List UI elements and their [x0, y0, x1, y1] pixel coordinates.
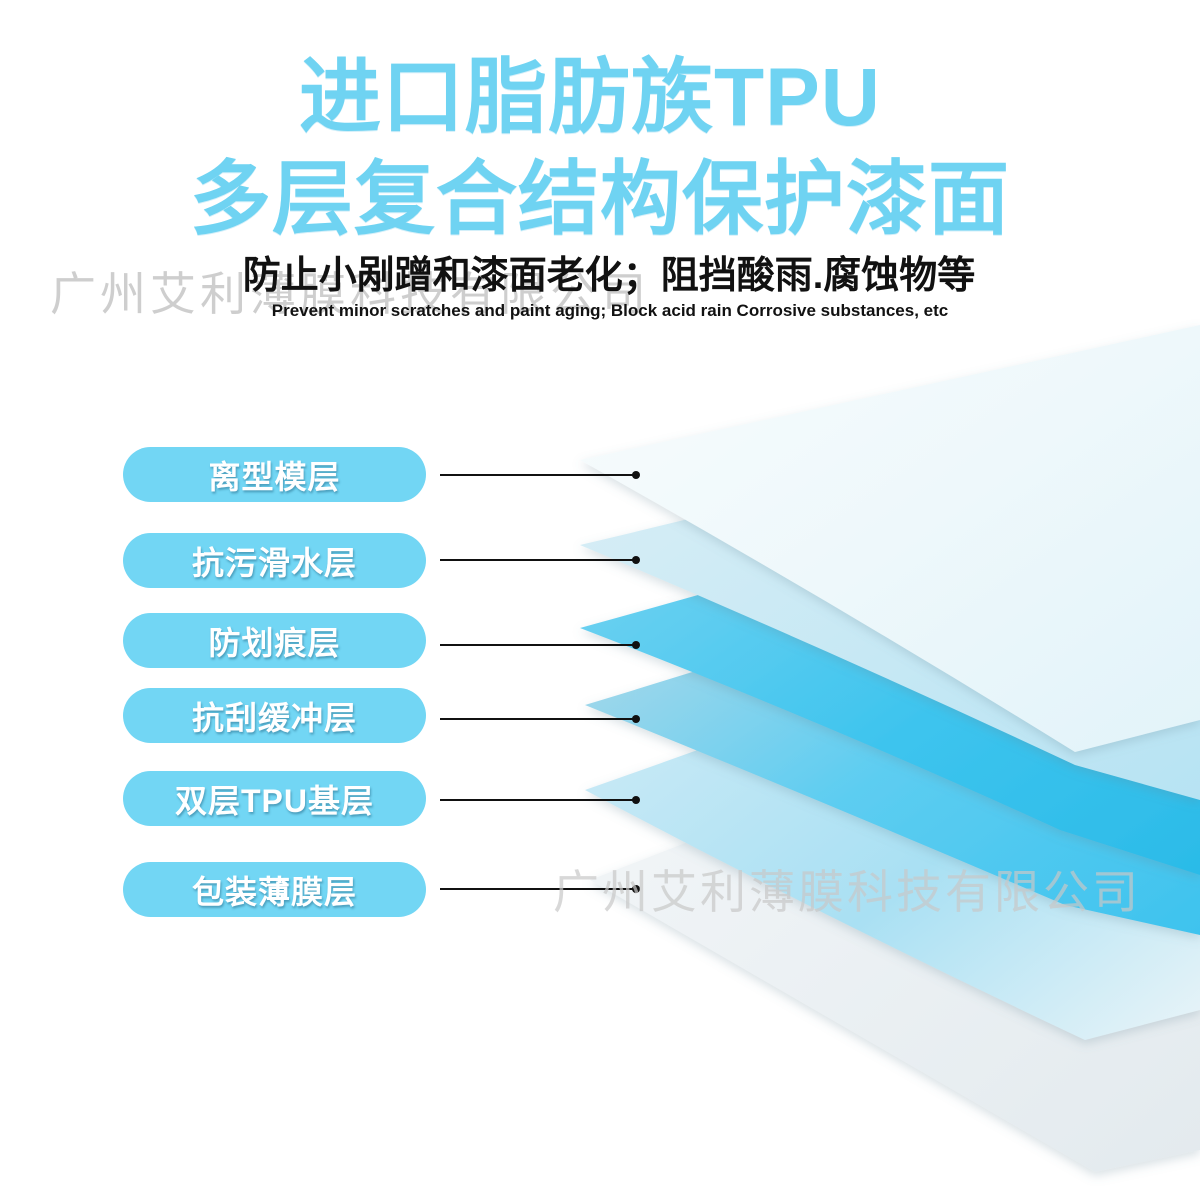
- subtitle-english: Prevent minor scratches and paint aging;…: [271, 301, 949, 320]
- watermark-bottom: 广州艾利薄膜科技有限公司: [553, 867, 1141, 918]
- layer-label-anti-scratch: 防划痕层: [123, 613, 426, 668]
- leader-dot: [632, 885, 640, 893]
- leader-line: [440, 885, 640, 893]
- layer-label-release: 离型模层: [123, 447, 426, 502]
- headline-line-2: 多层复合结构保护漆面: [189, 155, 1010, 245]
- leader-line: [440, 641, 640, 649]
- leader-line: [440, 556, 640, 564]
- leader-line: [440, 471, 640, 479]
- leader-dot: [632, 641, 640, 649]
- leader-dot: [632, 715, 640, 723]
- headline-line-1: 进口脂肪族TPU: [298, 52, 881, 143]
- leader-dot: [632, 556, 640, 564]
- layer-label-anti-stain: 抗污滑水层: [123, 533, 426, 588]
- layer-label-packaging: 包装薄膜层: [123, 862, 426, 917]
- layer-label-buffer: 抗刮缓冲层: [123, 688, 426, 743]
- leader-dot: [632, 471, 640, 479]
- subtitle-chinese: 防止小剐蹭和漆面老化；阻挡酸雨.腐蚀物等: [242, 255, 976, 297]
- film-sheet-1: [580, 325, 1200, 752]
- leader-line: [440, 796, 640, 804]
- leader-dot: [632, 796, 640, 804]
- layer-label-tpu-base: 双层TPU基层: [123, 771, 426, 826]
- leader-line: [440, 715, 640, 723]
- watermark-top: 广州艾利薄膜科技有限公司: [50, 269, 650, 320]
